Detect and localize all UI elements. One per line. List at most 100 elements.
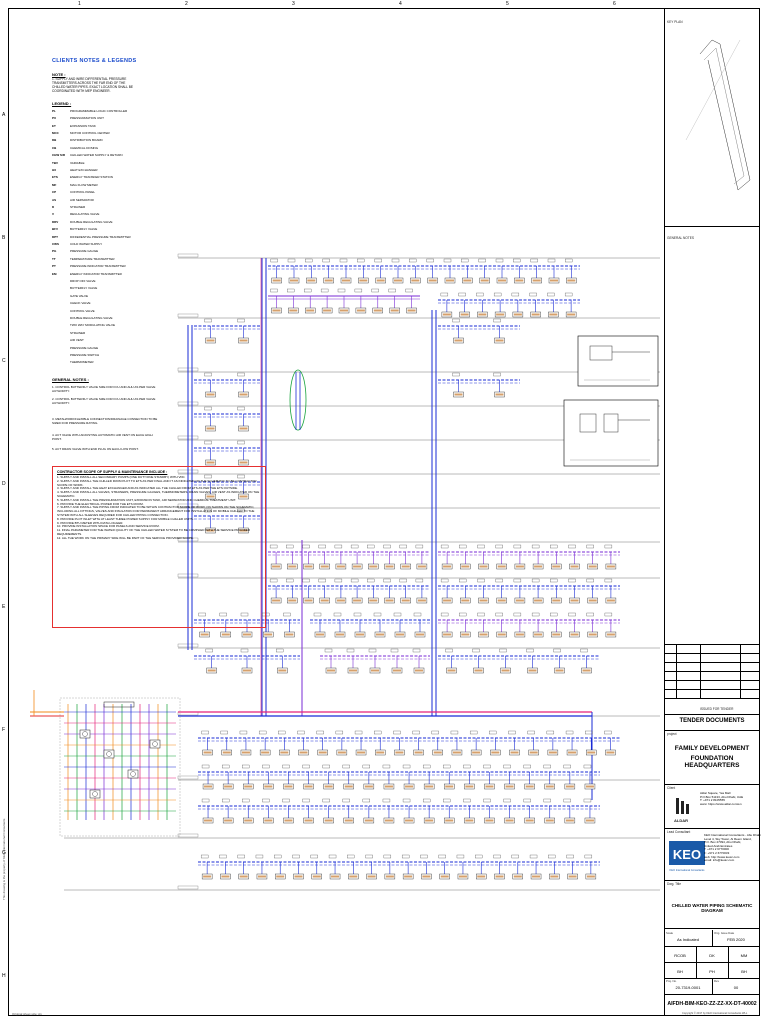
ruler-label: 1 — [78, 1, 81, 7]
unit-tag — [503, 764, 511, 769]
fcu-unit-fill — [376, 633, 384, 636]
fcu-unit-fill — [497, 599, 506, 602]
unit-tag — [583, 764, 592, 769]
fcu-unit-fill — [224, 785, 233, 788]
fcu-unit-fill — [534, 633, 543, 636]
legend-desc: AIR VENT — [70, 338, 84, 343]
grid-ruler-top: 1 2 3 4 5 6 — [20, 0, 760, 8]
copyright: Copyright © 2017 by KEO International Co… — [682, 1012, 748, 1015]
unit-tag — [499, 648, 507, 653]
fcu-unit-fill — [257, 875, 266, 878]
unit-tag — [478, 258, 486, 263]
fcu-unit-fill — [206, 427, 215, 430]
info-cell-value: MM — [740, 953, 748, 958]
title-block-rule — [664, 730, 760, 731]
legend-abbr: ETS — [52, 175, 58, 180]
fcu-unit-fill — [239, 427, 248, 430]
unit-tag — [335, 730, 344, 735]
fcu-unit-fill — [327, 669, 335, 672]
unit-tag — [367, 578, 375, 583]
legend-desc: PROGRAMMABLE LOGIC CONTROLLER — [70, 108, 128, 113]
keo-subtitle: KEO International Consultants — [670, 868, 706, 872]
fcu-unit-fill — [359, 279, 368, 282]
unit-tag — [443, 798, 451, 803]
unit-tag — [511, 292, 520, 297]
fcu-unit-fill — [586, 875, 595, 878]
fcu-unit-fill — [261, 751, 270, 754]
fcu-unit-fill — [243, 633, 251, 636]
contractor-scope-item: 12. ALL THE WORK ON THE PRIMARY SIDE WIL… — [57, 535, 194, 540]
detail-views — [289, 335, 659, 467]
notes-title: CLIENTS NOTES & LEGENDS — [52, 58, 137, 64]
fcu-unit-fill — [510, 751, 519, 754]
fcu-unit-fill — [393, 669, 401, 672]
unit-tag — [604, 544, 613, 549]
unit-tag — [239, 730, 248, 735]
info-cell-label: Proj. No. — [666, 979, 677, 983]
unit-tag — [412, 730, 420, 735]
unit-tag — [405, 288, 413, 293]
unit-tag — [374, 730, 382, 735]
title-block-rule — [664, 226, 760, 227]
unit-tag — [383, 854, 392, 859]
unit-tag — [440, 544, 449, 549]
fcu-unit-fill — [585, 785, 594, 788]
client-address-line: T: +971 2 8105555 — [700, 798, 725, 803]
pump-icon — [106, 751, 112, 757]
fcu-unit-fill — [304, 565, 313, 568]
info-cell-label: Orig. Issue Date — [714, 931, 735, 935]
fcu-unit-fill — [461, 599, 470, 602]
title-block-rule — [664, 880, 760, 881]
unit-tag — [269, 544, 278, 549]
fcu-unit-fill — [417, 599, 426, 602]
pump-icon — [82, 731, 88, 737]
unit-tag — [443, 258, 452, 263]
fcu-unit-fill — [239, 495, 248, 498]
unit-tag — [328, 854, 337, 859]
fcu-unit-fill — [525, 785, 534, 788]
plant-equipment — [89, 789, 101, 799]
fcu-unit-fill — [371, 669, 379, 672]
info-grid-rule — [664, 994, 760, 995]
detail-box — [563, 399, 659, 467]
ruler-label: 4 — [399, 1, 402, 7]
unit-tag — [523, 798, 531, 803]
title-block-rule — [664, 714, 760, 715]
unit-tag — [334, 544, 343, 549]
fcu-unit-fill — [342, 279, 350, 282]
general-notes-heading: GENERAL NOTES : — [52, 377, 89, 382]
legend-abbr: CB — [52, 145, 57, 150]
fcu-unit-fill — [461, 633, 470, 636]
key-plan-drawing — [685, 39, 751, 191]
unit-tag — [304, 288, 312, 293]
fcu-unit-fill — [384, 785, 393, 788]
info-cell-value: PH — [709, 969, 715, 974]
fcu-unit-fill — [288, 599, 297, 602]
floor-level-tag — [177, 885, 199, 890]
unit-tag — [322, 258, 330, 263]
plant-equipment — [103, 749, 115, 759]
legend-abbr: D — [52, 204, 55, 209]
unit-tag — [543, 764, 551, 769]
fcu-unit-fill — [513, 875, 522, 878]
title-block-divider — [664, 8, 665, 1016]
unit-tag — [493, 292, 502, 297]
fcu-unit-fill — [477, 875, 486, 878]
fcu-unit-fill — [525, 819, 534, 822]
ruler-label: D — [2, 481, 6, 487]
unit-tag — [282, 798, 290, 803]
fcu-unit-fill — [385, 599, 394, 602]
unit-tag — [274, 854, 282, 859]
general-note: 5. ACT DRAIN VALVE WITH END PLUG ON EACH… — [52, 447, 139, 451]
legend-desc: BUTTERFLY VALVE — [70, 227, 98, 232]
fcu-unit-fill — [565, 819, 574, 822]
fcu-unit-fill — [550, 875, 559, 878]
fcu-unit-fill — [290, 279, 298, 282]
